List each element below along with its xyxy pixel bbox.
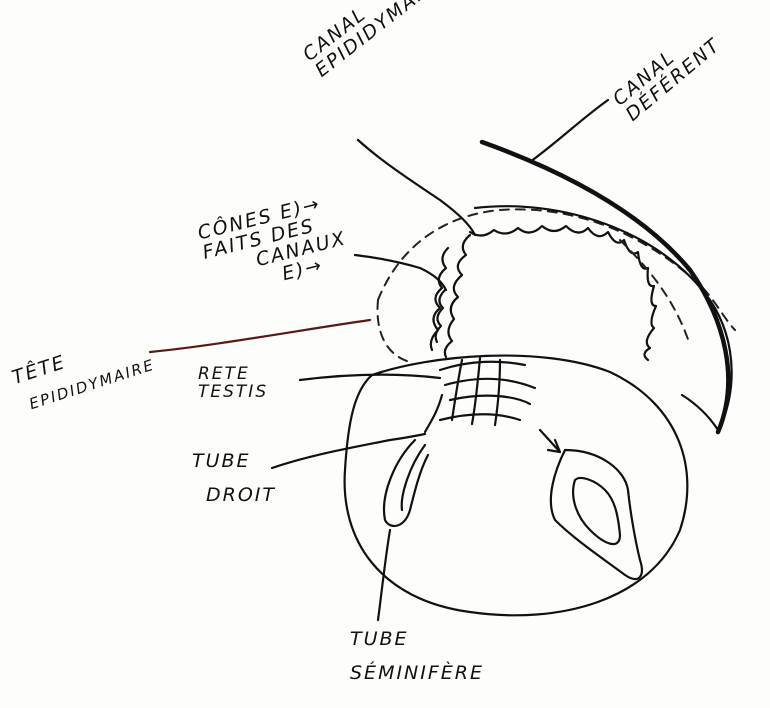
epididymal-duct-wavy <box>470 226 656 360</box>
label-rete-testis: RETE TESTIS <box>198 366 268 402</box>
label-tube-droit: TUBE DROIT <box>192 452 276 506</box>
seminiferous-loop-right <box>551 450 642 579</box>
leader-canal-deferent <box>530 100 608 162</box>
leader-cones <box>355 255 446 290</box>
label-line: SÉMINIFÈRE <box>350 650 484 684</box>
label-line: DROIT <box>192 472 276 506</box>
arrow-right <box>540 430 560 452</box>
leader-tete <box>150 320 370 352</box>
label-line: TUBE <box>192 452 276 472</box>
tube-droit-line <box>425 395 442 432</box>
efferent-cone-3 <box>436 290 445 342</box>
leader-tube-seminifere <box>378 530 390 620</box>
epididymis-tail-outline <box>475 206 732 430</box>
efferent-cone-1 <box>445 235 470 357</box>
testis-outline <box>345 356 688 616</box>
deferent-duct <box>482 142 728 432</box>
label-tube-seminifere: TUBE SÉMINIFÈRE <box>350 630 484 684</box>
label-line: TESTIS <box>198 384 268 402</box>
epididymis-head-outline <box>377 300 410 362</box>
seminiferous-loop-left <box>384 440 428 526</box>
label-line: TUBE <box>350 630 484 650</box>
rete-testis-net <box>440 358 535 425</box>
